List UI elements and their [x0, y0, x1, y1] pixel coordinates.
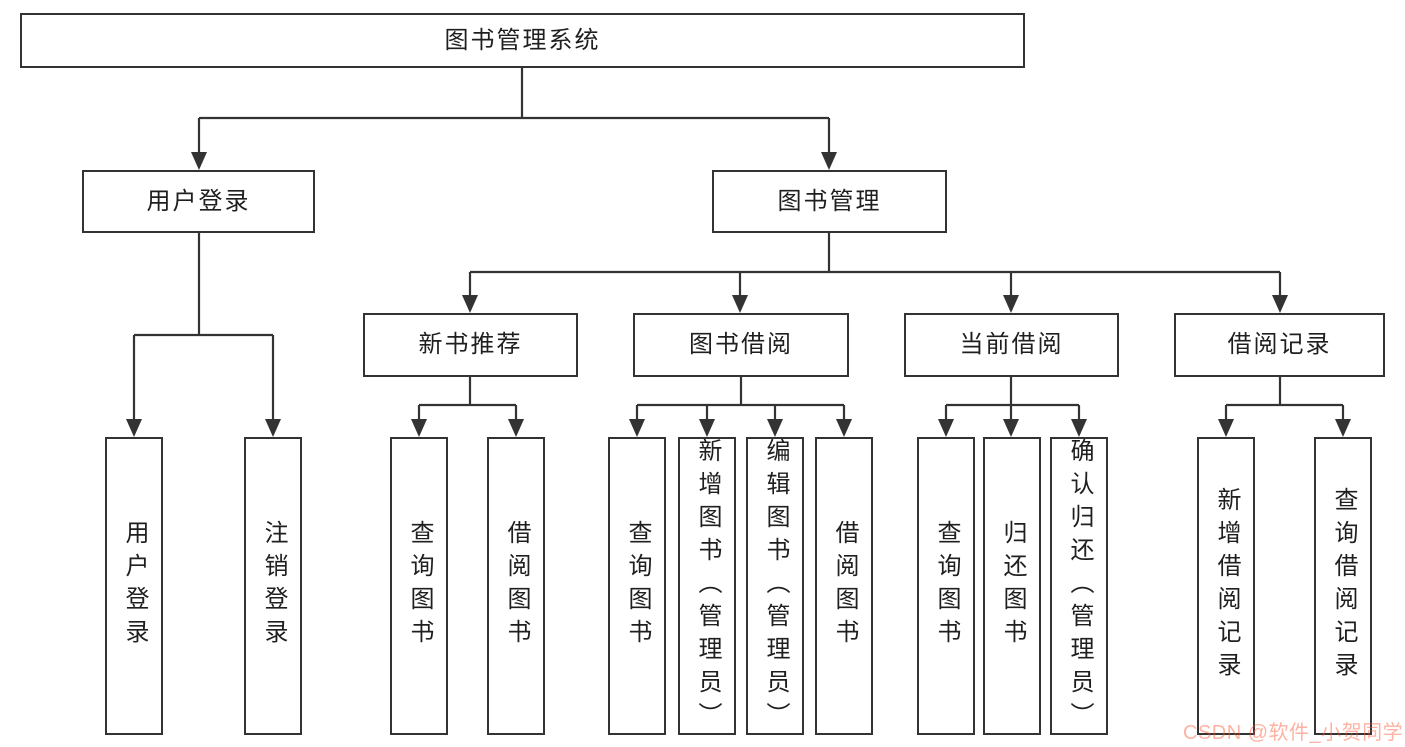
node-leaf-borrowing-query-book: 查询图书	[608, 437, 666, 735]
node-leaf-records-query-record: 查询借阅记录	[1314, 437, 1372, 735]
connector-records-to-leaves	[1218, 377, 1351, 437]
node-leaf-borrowing-borrow-book-label: 借阅图书	[831, 520, 858, 652]
node-leaf-current-query-book: 查询图书	[917, 437, 975, 735]
node-leaf-current-return-book: 归还图书	[983, 437, 1041, 735]
node-leaf-current-confirm-return-admin: 确认归还（管理员）	[1050, 437, 1108, 735]
node-leaf-borrowing-borrow-book: 借阅图书	[815, 437, 873, 735]
node-leaf-current-confirm-return-admin-label: 确认归还（管理员）	[1066, 437, 1093, 735]
node-user-login-branch: 用户登录	[82, 170, 315, 233]
node-current-borrowing-label: 当前借阅	[959, 331, 1064, 358]
node-leaf-records-add-record: 新增借阅记录	[1197, 437, 1255, 735]
connector-userlogin-to-leaves	[126, 233, 281, 437]
connector-newrec-to-leaves	[411, 377, 524, 437]
node-leaf-borrowing-edit-book-admin-label: 编辑图书（管理员）	[762, 437, 789, 735]
node-leaf-user-login-label: 用户登录	[121, 520, 148, 652]
node-borrowing-records-label: 借阅记录	[1227, 331, 1332, 358]
node-leaf-borrowing-add-book-admin-label: 新增图书（管理员）	[694, 437, 721, 735]
node-root-label: 图书管理系统	[444, 26, 601, 54]
csdn-watermark: CSDN @软件_小贺同学	[1183, 722, 1404, 744]
node-leaf-borrowing-edit-book-admin: 编辑图书（管理员）	[746, 437, 804, 735]
node-leaf-records-add-record-label: 新增借阅记录	[1213, 487, 1240, 685]
node-leaf-newrec-borrow-book: 借阅图书	[487, 437, 545, 735]
connector-root-to-level2	[191, 68, 837, 170]
node-leaf-current-return-book-label: 归还图书	[999, 520, 1026, 652]
node-leaf-logout-label: 注销登录	[260, 520, 287, 652]
node-book-borrowing-label: 图书借阅	[689, 331, 793, 358]
node-book-management-branch-label: 图书管理	[777, 187, 882, 215]
node-book-borrowing: 图书借阅	[633, 313, 849, 377]
node-leaf-records-query-record-label: 查询借阅记录	[1330, 487, 1357, 685]
connector-current-to-leaves	[938, 377, 1087, 437]
connector-bookmgmt-to-level3	[462, 233, 1288, 313]
node-new-book-recommend-label: 新书推荐	[418, 331, 523, 358]
connector-borrowing-to-leaves	[629, 377, 852, 437]
node-leaf-newrec-borrow-book-label: 借阅图书	[503, 520, 530, 652]
node-leaf-newrec-query-book: 查询图书	[390, 437, 448, 735]
node-leaf-borrowing-query-book-label: 查询图书	[624, 520, 651, 652]
node-leaf-current-query-book-label: 查询图书	[933, 520, 960, 652]
node-leaf-logout: 注销登录	[244, 437, 302, 735]
node-leaf-newrec-query-book-label: 查询图书	[406, 520, 433, 652]
node-borrowing-records: 借阅记录	[1174, 313, 1385, 377]
node-leaf-borrowing-add-book-admin: 新增图书（管理员）	[678, 437, 736, 735]
node-new-book-recommend: 新书推荐	[363, 313, 578, 377]
node-root: 图书管理系统	[20, 13, 1025, 68]
node-leaf-user-login: 用户登录	[105, 437, 163, 735]
node-book-management-branch: 图书管理	[712, 170, 947, 233]
node-user-login-branch-label: 用户登录	[146, 187, 251, 215]
node-current-borrowing: 当前借阅	[904, 313, 1119, 377]
